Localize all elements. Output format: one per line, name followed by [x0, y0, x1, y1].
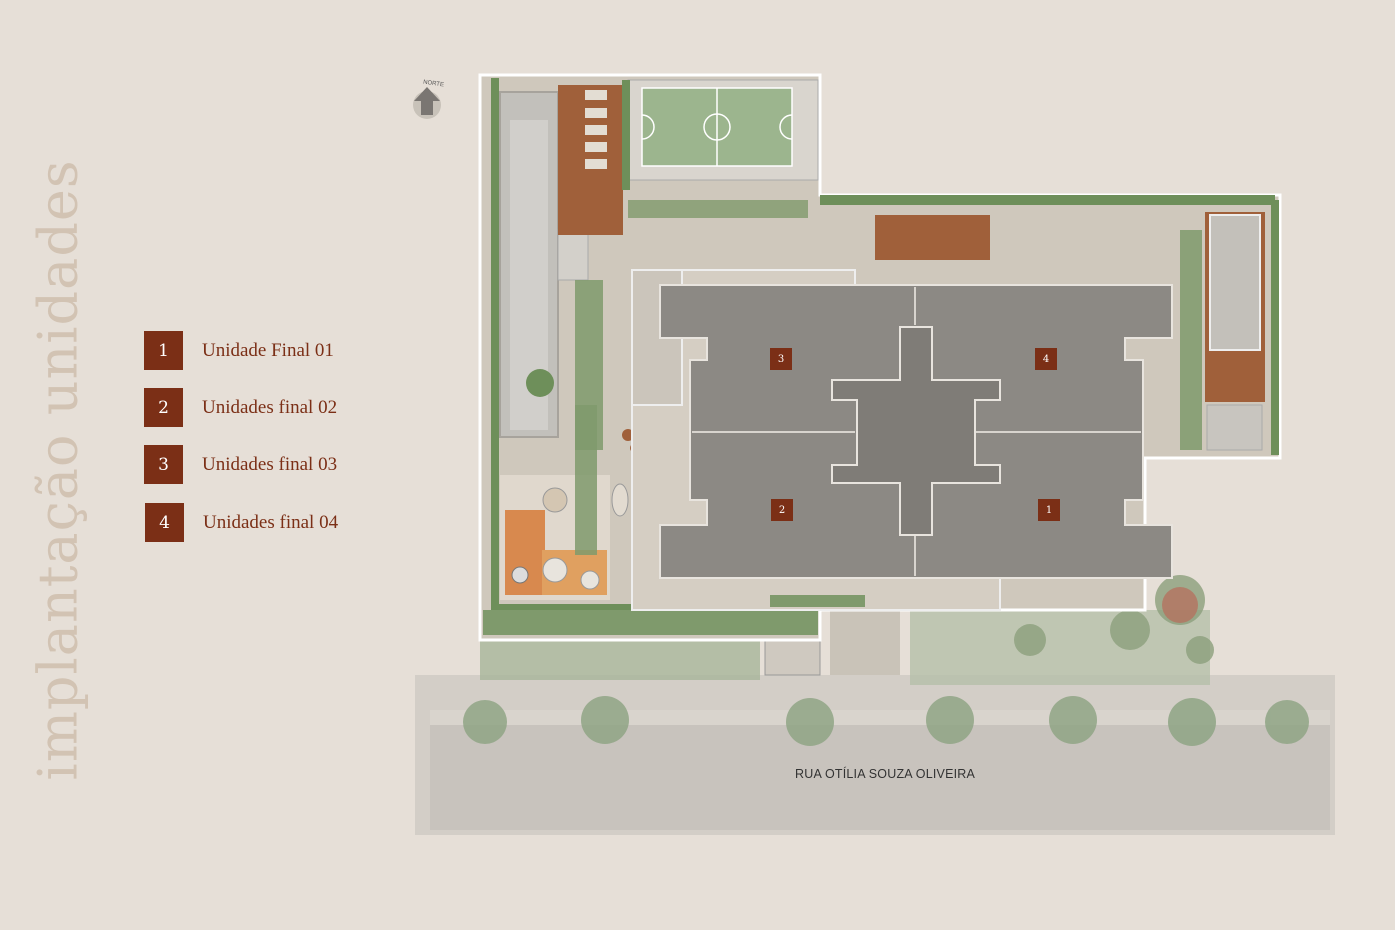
site-plan: NORTE 3 4 2 1 RUA OTÍLIA SOUZA OLIVEIRA — [410, 70, 1340, 840]
legend-label: Unidade Final 01 — [202, 340, 334, 361]
legend-number-badge: 3 — [144, 445, 183, 484]
north-arrow-icon — [413, 87, 441, 119]
legend-item-unit-3[interactable]: 3 Unidades final 03 — [144, 445, 404, 485]
street-trees — [463, 696, 1309, 746]
unit-marker-4[interactable]: 4 — [1035, 348, 1057, 370]
site-plan-drawing — [415, 73, 1335, 835]
tower-core — [831, 326, 1001, 536]
legend-item-unit-4[interactable]: 4 Unidades final 04 — [145, 503, 405, 543]
sidewalk — [430, 710, 1330, 725]
front-garden-left — [480, 640, 760, 680]
legend-number-badge: 4 — [145, 503, 184, 542]
driveway — [830, 610, 900, 675]
deck-right — [875, 215, 990, 260]
page-title: implantação unidades — [26, 159, 90, 781]
unit-marker-1[interactable]: 1 — [1038, 499, 1060, 521]
hedge-bottom — [483, 610, 818, 635]
front-garden-right — [910, 610, 1210, 685]
north-arrow: NORTE — [410, 75, 450, 125]
legend-number-badge: 2 — [144, 388, 183, 427]
legend-item-unit-1[interactable]: 1 Unidade Final 01 — [144, 331, 404, 371]
legend-number-badge: 1 — [144, 331, 183, 370]
unit-marker-3[interactable]: 3 — [770, 348, 792, 370]
legend-label: Unidades final 02 — [202, 397, 338, 418]
unit-marker-2[interactable]: 2 — [771, 499, 793, 521]
legend-label: Unidades final 04 — [203, 512, 339, 533]
page-title-wrapper: implantação unidades — [18, 159, 98, 781]
legend-label: Unidades final 03 — [202, 454, 338, 475]
legend-item-unit-2[interactable]: 2 Unidades final 02 — [144, 388, 404, 428]
entrance-box — [764, 639, 821, 676]
street-name: RUA OTÍLIA SOUZA OLIVEIRA — [795, 767, 976, 781]
pool-right — [1209, 214, 1261, 351]
